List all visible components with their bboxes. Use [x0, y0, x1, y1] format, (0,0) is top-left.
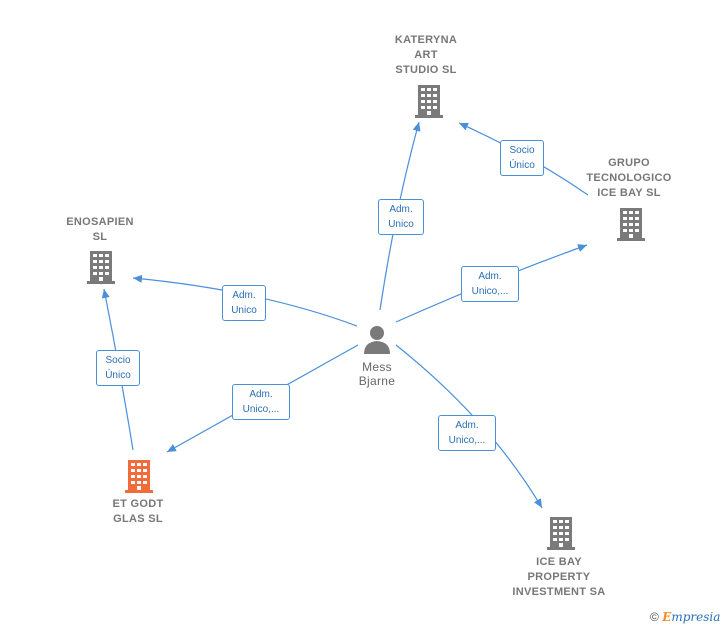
node-label-person[interactable]: Mess Bjarne: [358, 360, 396, 388]
building-icon[interactable]: [617, 208, 645, 241]
building-icon[interactable]: [87, 251, 115, 284]
node-label-icebay[interactable]: ICE BAY PROPERTY INVESTMENT SA: [512, 556, 606, 598]
footer-credit: © Empresia: [650, 610, 720, 624]
node-label-etgodt[interactable]: ET GODT GLAS SL: [112, 498, 164, 525]
edge-label-person-enosapien[interactable]: Adm. Unico: [222, 285, 266, 321]
edge-label-person-icebay[interactable]: Adm. Unico,...: [438, 415, 496, 451]
node-label-kateryna[interactable]: KATERYNA ART STUDIO SL: [394, 34, 458, 76]
node-label-enosapien[interactable]: ENOSAPIEN SL: [66, 216, 134, 243]
empresia-logo-initial: E: [662, 610, 672, 624]
building-icon[interactable]: [415, 85, 443, 118]
empresia-logo-text: mpresia: [671, 610, 721, 624]
building-icon[interactable]: [547, 517, 575, 550]
edge-label-person-kateryna[interactable]: Adm. Unico: [378, 199, 424, 235]
edge-label-person-grupo[interactable]: Adm. Unico,...: [461, 266, 519, 302]
edge-label-etgodt-enosapien[interactable]: Socio Único: [96, 350, 140, 386]
edge-label-person-etgodt[interactable]: Adm. Unico,...: [232, 384, 290, 420]
edge-label-grupo-kateryna[interactable]: Socio Único: [500, 140, 544, 176]
person-icon[interactable]: [364, 326, 390, 354]
node-label-grupo[interactable]: GRUPO TECNOLOGICO ICE BAY SL: [586, 157, 672, 199]
copyright-symbol: ©: [650, 610, 659, 624]
building-icon[interactable]: [125, 460, 153, 493]
